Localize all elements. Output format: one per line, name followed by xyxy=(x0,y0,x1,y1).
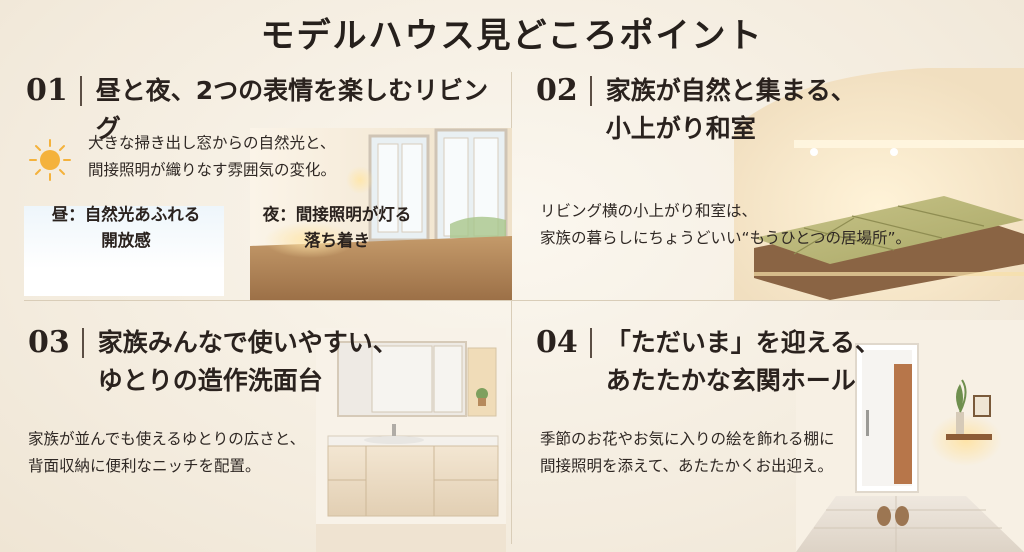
point-02-body-line-1: リビング横の小上がり和室は、 xyxy=(540,202,758,220)
heading-separator xyxy=(81,328,84,358)
point-03-title-line-2: ゆとりの造作洗面台 xyxy=(97,366,323,395)
page-title: モデルハウス見どころポイント xyxy=(260,16,764,56)
point-04-description: 季節のお花やお気に入りの絵を飾れる棚に 間接照明を添えて、あたたかくお出迎え。 xyxy=(540,426,835,480)
point-03-body-line-2: 背面収納に便利なニッチを配置。 xyxy=(28,457,261,475)
entrance-hall-illustration xyxy=(796,320,1024,552)
point-01-title: 昼と夜、2つの表情を楽しむリビング xyxy=(95,76,489,143)
heading-separator xyxy=(589,76,592,106)
sun-icon xyxy=(29,139,71,181)
point-04-number: 04 xyxy=(536,325,578,360)
point-04-entrance: 04 「ただいま」を迎える、 あたたかな玄関ホール 季節のお花やお気に入りの絵を… xyxy=(512,302,1024,552)
day-label: 昼：自然光あふれる 開放感 xyxy=(36,202,216,254)
point-02-japanese-room: 02 家族が自然と集まる、 小上がり和室 リビング横の小上がり和室は、 家族の暮… xyxy=(512,68,1024,300)
point-01-heading: 01 昼と夜、2つの表情を楽しむリビング xyxy=(26,72,512,148)
point-03-washstand: 03 家族みんなで使いやすい、 ゆとりの造作洗面台 家族が並んでも使えるゆとりの… xyxy=(0,302,512,552)
point-01-body-line-2: 間接照明が織りなす雰囲気の変化。 xyxy=(88,161,337,179)
point-04-title-line-1: 「ただいま」を迎える、 xyxy=(605,328,881,357)
point-03-heading: 03 家族みんなで使いやすい、 ゆとりの造作洗面台 xyxy=(28,324,398,400)
point-02-number: 02 xyxy=(536,73,578,108)
point-03-title-line-1: 家族みんなで使いやすい、 xyxy=(97,328,398,357)
horizontal-divider xyxy=(24,300,1000,301)
point-04-body-line-2: 間接照明を添えて、あたたかくお出迎え。 xyxy=(540,457,833,475)
night-label: 夜：間接照明が灯る 落ち着き xyxy=(262,202,412,254)
point-03-description: 家族が並んでも使えるゆとりの広さと、 背面収納に便利なニッチを配置。 xyxy=(28,426,305,480)
point-02-title-line-2: 小上がり和室 xyxy=(605,114,756,143)
night-living-illustration xyxy=(250,128,512,300)
point-01-body-line-1: 大きな掃き出し窓からの自然光と、 xyxy=(88,134,336,152)
day-label-line-2: 開放感 xyxy=(101,231,151,250)
point-01-number: 01 xyxy=(26,73,68,108)
point-04-body-line-1: 季節のお花やお気に入りの絵を飾れる棚に xyxy=(540,430,835,448)
day-label-line-1: 昼：自然光あふれる xyxy=(51,205,201,224)
washstand-illustration xyxy=(316,328,506,552)
point-03-body-line-1: 家族が並んでも使えるゆとりの広さと、 xyxy=(28,430,306,448)
night-label-line-1: 夜：間接照明が灯る xyxy=(262,205,412,224)
night-label-line-2: 落ち着き xyxy=(304,231,370,250)
heading-separator xyxy=(79,76,82,106)
point-02-body-line-2: 家族の暮らしにちょうどいい“もうひとつの居場所”。 xyxy=(540,229,912,247)
point-01-living: 01 昼と夜、2つの表情を楽しむリビング 大きな掃き出し窓からの自然光と、 間接… xyxy=(0,68,512,300)
point-02-title-line-1: 家族が自然と集まる、 xyxy=(605,76,856,105)
point-02-heading: 02 家族が自然と集まる、 小上がり和室 xyxy=(536,72,856,148)
vertical-divider xyxy=(511,72,512,544)
point-01-description: 大きな掃き出し窓からの自然光と、 間接照明が織りなす雰囲気の変化。 xyxy=(88,130,336,184)
heading-separator xyxy=(589,328,592,358)
point-04-title-line-2: あたたかな玄関ホール xyxy=(605,366,856,395)
point-02-description: リビング横の小上がり和室は、 家族の暮らしにちょうどいい“もうひとつの居場所”。 xyxy=(540,198,911,252)
raised-tatami-room-illustration xyxy=(734,68,1024,300)
day-living-illustration xyxy=(24,206,224,296)
point-04-heading: 04 「ただいま」を迎える、 あたたかな玄関ホール xyxy=(536,324,880,400)
point-03-number: 03 xyxy=(28,325,70,360)
